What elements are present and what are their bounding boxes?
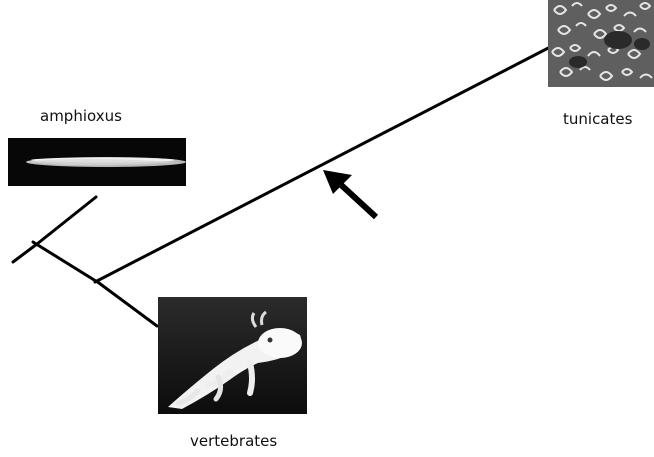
- amphioxus-photo-icon: [8, 138, 186, 186]
- amphioxus-label: amphioxus: [40, 107, 122, 125]
- arrow-marker: [323, 170, 376, 217]
- branch-root: [13, 244, 37, 262]
- axolotl-photo-icon: [158, 297, 307, 414]
- vertebrates-label: vertebrates: [190, 432, 277, 450]
- tunicates-label: tunicates: [563, 110, 632, 128]
- tunicate-colony-photo-icon: [548, 0, 654, 87]
- branch-internal: [33, 242, 99, 283]
- branch-vertebrates: [99, 283, 157, 326]
- branch-amphioxus: [37, 197, 96, 244]
